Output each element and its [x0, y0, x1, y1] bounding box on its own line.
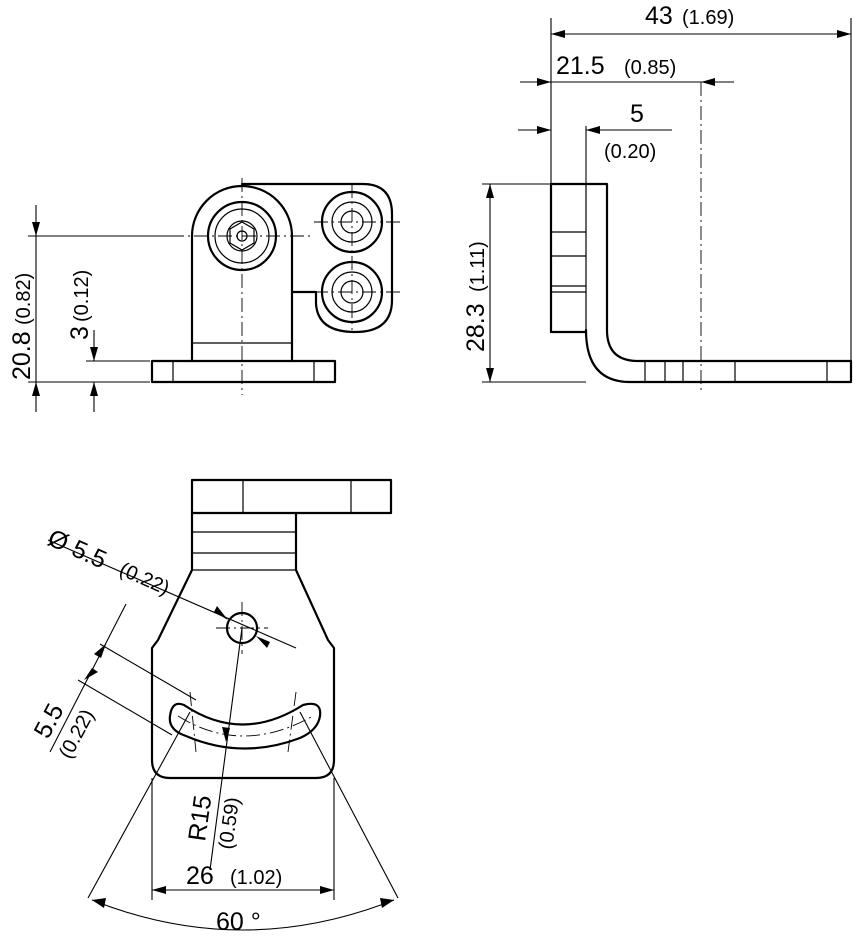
- hole-diameter-inch-label: (0.22): [116, 558, 173, 599]
- base-3-inch-label: (0.12): [71, 270, 93, 322]
- bracket-profile: [549, 182, 853, 384]
- radius-label: R15: [183, 794, 217, 843]
- hole-diameter-label: Ø 5.5: [44, 524, 111, 574]
- thickness-5-inch-label: (0.20): [604, 141, 656, 163]
- height-20.8-inch-label: (0.82): [13, 273, 35, 325]
- height-20.8-label: 20.8: [8, 331, 36, 380]
- height-28.3-label: 28.3: [462, 303, 490, 352]
- width-43-label: 43: [645, 2, 673, 30]
- angle-60-label: 60 °: [216, 908, 261, 936]
- plan-view-dimensions: [47, 539, 399, 931]
- plan-view: [150, 478, 393, 780]
- width-26-label: 26: [186, 862, 214, 890]
- height-28.3-inch-label: (1.11): [467, 241, 489, 292]
- radius-inch-label: (0.59): [215, 796, 244, 851]
- mounting-tab: [150, 511, 336, 780]
- width-21.5-label: 21.5: [556, 52, 605, 80]
- base-3-label: 3: [66, 326, 94, 340]
- base-plate: [150, 359, 337, 384]
- thickness-5-label: 5: [630, 100, 644, 128]
- top-flange: [190, 478, 393, 515]
- curved-slot: [168, 702, 322, 750]
- front-view: [150, 178, 400, 395]
- width-26-inch-label: (1.02): [230, 867, 282, 889]
- side-view: [549, 82, 853, 390]
- width-43-inch-label: (1.69): [682, 7, 734, 29]
- side-plate: [240, 182, 394, 334]
- side-view-dimensions: [482, 18, 852, 383]
- front-view-dimensions: [28, 205, 170, 412]
- width-21.5-inch-label: (0.85): [624, 57, 676, 79]
